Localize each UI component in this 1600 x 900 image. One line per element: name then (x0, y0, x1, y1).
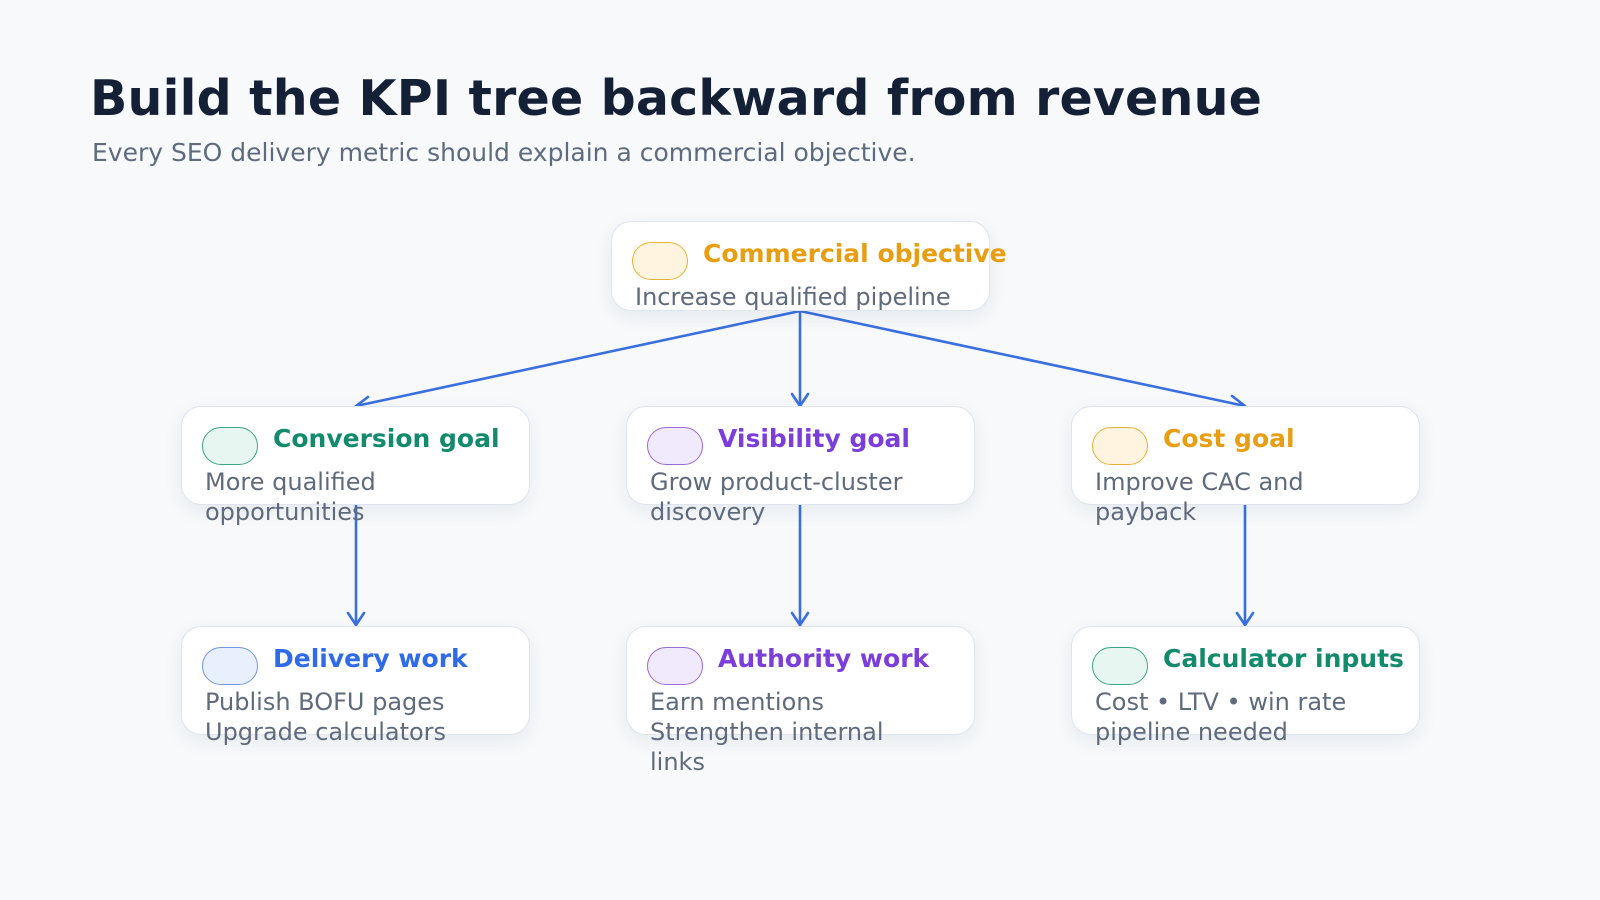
node-description: Cost • LTV • win rate pipeline needed (1095, 688, 1347, 746)
node-title: Delivery work (273, 644, 468, 673)
node-description: Grow product-cluster discovery (650, 468, 903, 526)
connector-objective-to-cost (798, 309, 1247, 412)
connector-objective-to-conversion (354, 309, 802, 411)
node-description: More qualified opportunities (205, 468, 376, 526)
node-title: Commercial objective (703, 239, 1007, 268)
page-subtitle: Every SEO delivery metric should explain… (92, 138, 916, 167)
amber-pill-icon (632, 242, 688, 280)
amber-pill-icon (1092, 427, 1148, 465)
node-conversion-goal: Conversion goal More qualified opportuni… (181, 406, 530, 526)
node-description: Increase qualified pipeline (635, 283, 951, 311)
node-description: Improve CAC and payback (1095, 468, 1304, 526)
node-description: Earn mentions Strengthen internal links (650, 688, 884, 776)
connector-objective-to-visibility (790, 309, 810, 408)
node-authority-work: Authority work Earn mentions Strengthen … (626, 626, 975, 776)
page-title: Build the KPI tree backward from revenue (90, 70, 1263, 127)
purple-pill-icon (647, 427, 703, 465)
blue-pill-icon (202, 647, 258, 685)
node-title: Visibility goal (718, 424, 910, 453)
node-title: Calculator inputs (1163, 644, 1404, 673)
node-title: Conversion goal (273, 424, 500, 453)
purple-pill-icon (647, 647, 703, 685)
green-pill-icon (1092, 647, 1148, 685)
node-visibility-goal: Visibility goal Grow product-cluster dis… (626, 406, 975, 526)
green-pill-icon (202, 427, 258, 465)
node-delivery-work: Delivery work Publish BOFU pages Upgrade… (181, 626, 530, 746)
node-calculator-inputs: Calculator inputs Cost • LTV • win rate … (1071, 626, 1420, 746)
node-description: Publish BOFU pages Upgrade calculators (205, 688, 447, 746)
node-cost-goal: Cost goal Improve CAC and payback (1071, 406, 1420, 526)
node-commercial-objective: Commercial objective Increase qualified … (611, 221, 1007, 311)
node-title: Authority work (718, 644, 930, 673)
node-title: Cost goal (1163, 424, 1295, 453)
